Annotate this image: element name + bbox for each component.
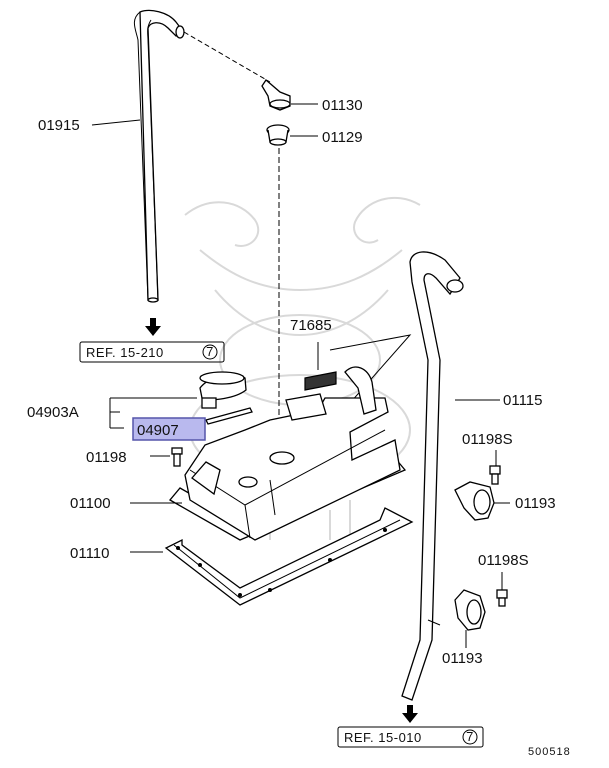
hose-01115[interactable]: [401, 251, 464, 701]
diagram-id: 500518: [528, 746, 571, 758]
part-label-04903A: 04903A: [27, 404, 79, 421]
bolt-01198[interactable]: [150, 447, 183, 467]
part-label-71685: 71685: [290, 317, 332, 334]
part-label-01115: 01115: [503, 392, 543, 409]
bolt-01198S-upper[interactable]: [489, 450, 501, 485]
part-label-01130: 01130: [322, 97, 363, 114]
label-71685[interactable]: [304, 342, 337, 391]
bolt-01198S-lower[interactable]: [496, 572, 508, 607]
oil-cap-04903A[interactable]: [109, 371, 247, 429]
highlight-04907[interactable]: 04907: [132, 417, 206, 441]
ref-bottom-circle: 7: [466, 729, 474, 744]
valve-cover-01100[interactable]: [130, 366, 407, 541]
part-label-01198S-upper: 01198S: [462, 431, 513, 448]
grommet-01129[interactable]: [266, 124, 318, 146]
hose-01915[interactable]: [133, 9, 185, 303]
part-label-01100: 01100: [70, 495, 111, 512]
part-label-01198S-lower: 01198S: [478, 552, 529, 569]
part-label-01129: 01129: [322, 129, 363, 146]
ref-bottom-text: REF. 15-010: [344, 730, 422, 745]
clamp-01193-upper[interactable]: [454, 481, 510, 521]
part-label-01193-lower: 01193: [442, 650, 483, 667]
ref-top-circle: 7: [206, 344, 214, 359]
clamp-01193-lower[interactable]: [454, 589, 486, 648]
part-label-01110: 01110: [70, 545, 110, 562]
rocker-cover-gasket-01110[interactable]: [130, 507, 414, 606]
arrow-down-left: [145, 318, 161, 336]
pcv-elbow-01130[interactable]: [261, 79, 318, 111]
part-label-04907: 04907: [137, 422, 179, 439]
cap-gasket-04907[interactable]: [205, 407, 253, 425]
part-label-01198: 01198: [86, 449, 127, 466]
ref-box-bottom[interactable]: REF. 15-010 7: [337, 726, 484, 748]
ref-top-text: REF. 15-210: [86, 345, 164, 360]
part-label-01915: 01915: [38, 117, 80, 134]
part-label-01193-upper: 01193: [515, 495, 556, 512]
ref-box-top[interactable]: REF. 15-210 7: [79, 341, 225, 363]
arrow-down-right: [402, 705, 418, 723]
